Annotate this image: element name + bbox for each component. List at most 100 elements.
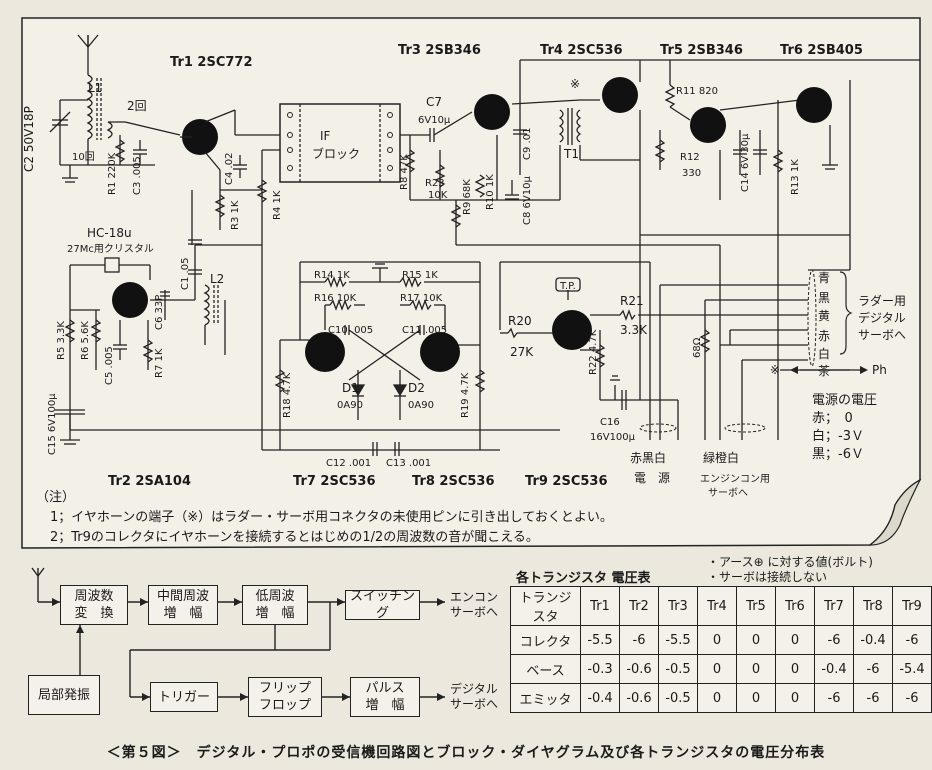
tr9-transistor-icon <box>552 310 592 350</box>
engine-colors: 緑橙白 <box>703 450 739 465</box>
table-cell: -5.4 <box>892 654 932 684</box>
r21-label: R21 <box>620 294 644 308</box>
table-cell: 0 <box>736 683 776 713</box>
block-frequency-converter-label-2: 変 換 <box>74 606 114 621</box>
tr9-label: Tr9 2SC536 <box>525 474 608 489</box>
table-cell: -6 <box>853 683 893 713</box>
tr4-transistor-icon <box>602 77 638 113</box>
block-flip-flop-label-2: フロップ <box>258 698 311 713</box>
tr3-wiring <box>400 59 920 246</box>
table-cell: -6 <box>814 683 854 713</box>
voltage-table: トランジスタ Tr1 Tr2 Tr3 Tr4 Tr5 Tr6 Tr7 Tr8 T… <box>510 586 932 713</box>
t1-label: T1 <box>563 147 579 161</box>
block-if-amplifier: 中間周波 増 幅 <box>148 585 218 625</box>
table-cell: 0 <box>775 654 815 684</box>
earphone-ph-label: Ph <box>872 363 887 377</box>
block-trigger: トリガー <box>150 682 218 712</box>
supply-red: 赤； 0 <box>812 411 853 426</box>
c3-label: C3 .005 <box>132 156 143 195</box>
engine-label-1: エンジンコン用 <box>700 474 770 485</box>
voltage-table-title: 各トランジスタ 電圧表 <box>516 571 651 586</box>
block-pulse-amplifier: パルス 増 幅 <box>350 677 420 717</box>
row-label: ベース <box>510 654 581 684</box>
c12-label: C12 .001 <box>326 458 371 469</box>
r19-label: R19 4.7K <box>460 372 471 418</box>
r14-label: R14 1K <box>314 270 350 281</box>
r18-label: R18 4.7K <box>282 372 293 418</box>
turns10-label: 10回 <box>72 151 95 163</box>
supply-title: 電源の電圧 <box>812 393 878 408</box>
tr5-tr6-wiring <box>640 60 851 410</box>
block-frequency-converter: 周波数 変 換 <box>60 585 128 625</box>
note-2: 2；Tr9のコレクタにイヤホーンを接続するとはじめの1/2の周波数の音が聞こえる… <box>50 530 539 545</box>
block-switching-label: スイッチング <box>349 589 415 621</box>
table-cell: -0.4 <box>580 683 620 713</box>
r15-label: R15 1K <box>402 270 438 281</box>
block-lf-amplifier-label-2: 増 幅 <box>255 606 295 621</box>
tr7-transistor-icon <box>305 332 345 372</box>
block-trigger-label: トリガー <box>157 689 210 705</box>
l1-label: L1 <box>88 81 102 95</box>
r4-label: R4 1K <box>272 190 283 220</box>
block-lf-amplifier-label-1: 低周波 <box>255 589 295 604</box>
table-cell: 0 <box>697 654 737 684</box>
tr7-label: Tr7 2SC536 <box>293 474 376 489</box>
voltage-table-notes: ・アース⊕ に対する値(ボルト) ・サーボは接続しない <box>707 555 873 585</box>
block-flip-flop-label-1: フリップ <box>258 681 311 696</box>
header-cell: Tr6 <box>775 586 815 626</box>
rudder-label-2: デジタル <box>858 310 906 325</box>
crystal-label-1: HC-18u <box>87 226 132 240</box>
c5-label: C5 .005 <box>104 346 115 385</box>
r21-value: 3.3K <box>620 323 648 337</box>
l2-label: L2 <box>210 272 224 286</box>
table-cell: -0.4 <box>853 625 893 655</box>
c15-label: C15 6V100μ <box>47 393 58 455</box>
header-cell: Tr8 <box>853 586 893 626</box>
if-block-label-1: IF <box>320 129 331 143</box>
figure-caption: ＜第５図＞ デジタル・プロポの受信機回路図とブロック・ダイヤグラム及び各トランジ… <box>106 745 826 761</box>
engine-cable-bundle <box>724 423 766 433</box>
tr3-transistor-icon <box>474 94 510 130</box>
block-frequency-converter-label-1: 周波数 <box>74 589 114 604</box>
schematic-frame <box>21 17 921 549</box>
table-cell: -6 <box>892 625 932 655</box>
table-cell: -5.5 <box>658 625 698 655</box>
r20-label: R20 <box>508 314 532 328</box>
r8-label: R8 47K <box>399 154 410 190</box>
supply-black: 黒；-6Ｖ <box>812 447 864 462</box>
r7-label: R7 1K <box>154 348 165 378</box>
c14-label: C14 6V 30μ <box>740 133 751 192</box>
r13-label: R13 1K <box>790 159 801 195</box>
rudder-label-1: ラダー用 <box>858 293 906 308</box>
receiver-schematic: C2 50V18P L1 2回 10回 R1 220K C3 .005 Tr1 … <box>21 17 922 549</box>
header-cell: Tr4 <box>697 586 737 626</box>
block-pulse-amplifier-label-2: 増 幅 <box>365 698 405 713</box>
tr4-label: Tr4 2SC536 <box>540 43 623 58</box>
page-curl <box>868 478 922 546</box>
table-cell: -0.5 <box>658 683 698 713</box>
if-block-module <box>279 103 401 183</box>
c2-label: C2 50V18P <box>22 106 36 172</box>
tr1-wiring <box>188 110 280 245</box>
block-pulse-amplifier-label-1: パルス <box>365 681 405 696</box>
r9-label: R9 68K <box>462 179 473 215</box>
wire-color-black: 黒 <box>818 291 830 305</box>
c11-label: C11 .005 <box>402 325 447 336</box>
block-lf-amplifier: 低周波 増 幅 <box>242 585 308 625</box>
r20-value: 27K <box>510 345 534 359</box>
table-cell: 0 <box>697 625 737 655</box>
engine-label-2: サーボへ <box>708 487 748 499</box>
tr2-transistor-icon <box>112 282 148 318</box>
r22-label: R22 4.7K <box>588 329 599 375</box>
header-cell: トランジスタ <box>510 586 581 626</box>
c1-label: C1 .05 <box>180 258 191 290</box>
r16-label: R16 10K <box>314 293 357 304</box>
if-block-label-2: ブロック <box>312 146 360 161</box>
c13-label: C13 .001 <box>386 458 431 469</box>
table-cell: -6 <box>853 654 893 684</box>
notes-head: （注） <box>36 490 76 505</box>
engine-servo-label-2: サーボへ <box>450 605 499 619</box>
block-flip-flop: フリップ フロップ <box>248 677 322 717</box>
rudder-cable-bundle <box>807 269 817 367</box>
tr1-transistor-icon <box>180 109 236 171</box>
